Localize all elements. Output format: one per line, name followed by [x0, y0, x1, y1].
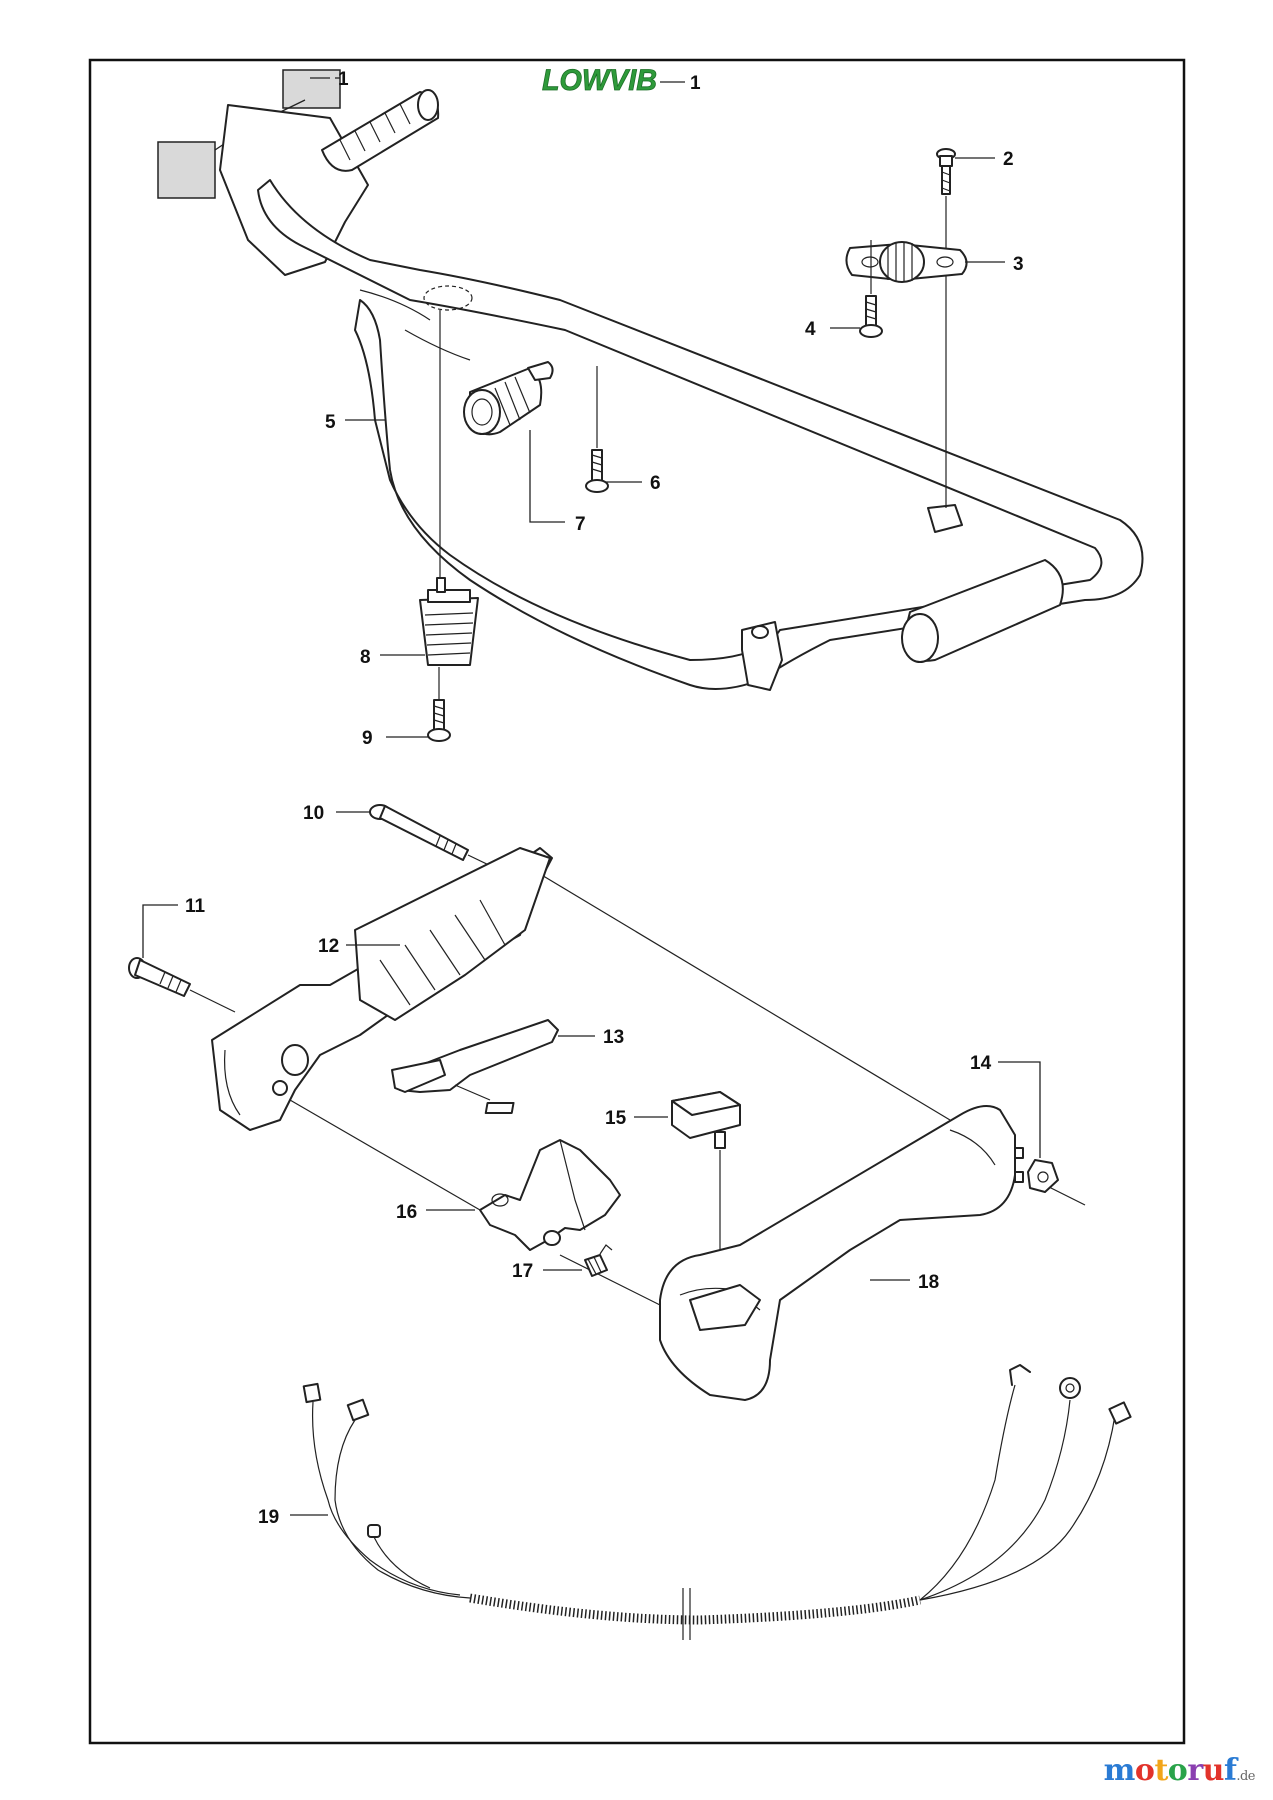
callout-9: 9 — [362, 728, 428, 749]
callout-11: 11 — [142, 896, 206, 958]
svg-text:15: 15 — [605, 1108, 627, 1129]
svg-text:16: 16 — [396, 1202, 417, 1223]
spring-8 — [419, 577, 479, 666]
callout-8: 8 — [360, 647, 425, 668]
callout-1a: 1 — [310, 69, 349, 90]
callout-14: 14 — [970, 1053, 1041, 1158]
handle-bar — [257, 179, 1144, 690]
spring-7 — [463, 361, 554, 436]
wire-harness-19 — [302, 1364, 1132, 1640]
svg-text:11: 11 — [185, 896, 206, 917]
motoruf-watermark: motoruf.de — [1103, 1753, 1256, 1788]
watermark-letter: t — [1154, 1753, 1168, 1788]
screw-6 — [585, 449, 609, 493]
spring-3 — [845, 241, 968, 283]
watermark-letter: o — [1134, 1753, 1155, 1788]
logo-text: LOWVIB — [542, 64, 657, 97]
callout-5: 5 — [325, 412, 385, 433]
decal-1-lower — [157, 141, 216, 199]
callout-15: 15 — [605, 1108, 668, 1129]
screw-9 — [427, 699, 451, 742]
rear-handle-assembly — [128, 804, 1086, 1401]
decal-1-upper — [282, 69, 341, 109]
conduit — [469, 1593, 921, 1625]
svg-text:17: 17 — [512, 1261, 533, 1282]
callout-10: 10 — [303, 803, 370, 824]
callout-12: 12 — [318, 936, 400, 957]
svg-text:2: 2 — [1003, 149, 1014, 170]
svg-text:5: 5 — [325, 412, 336, 433]
svg-text:14: 14 — [970, 1053, 992, 1074]
svg-text:6: 6 — [650, 473, 661, 494]
callout-2: 2 — [955, 149, 1014, 170]
svg-text:12: 12 — [318, 936, 339, 957]
rear-handle-18 — [659, 1105, 1016, 1401]
callout-17: 17 — [512, 1261, 582, 1282]
callouts: 1 1 2 3 4 5 6 7 8 9 10 11 12 13 14 15 16… — [142, 69, 1041, 1528]
watermark-suffix: .de — [1236, 1769, 1255, 1784]
lever-13 — [391, 1019, 559, 1101]
callout-18: 18 — [870, 1272, 939, 1293]
watermark-letter: f — [1223, 1753, 1237, 1788]
callout-6: 6 — [605, 473, 661, 494]
lowvib-logo: LOWVIB — [542, 64, 685, 97]
switch-15 — [484, 1091, 741, 1149]
svg-text:18: 18 — [918, 1272, 939, 1293]
svg-text:1: 1 — [690, 73, 701, 94]
watermark-letter: r — [1187, 1753, 1203, 1788]
svg-text:9: 9 — [362, 728, 373, 749]
svg-text:8: 8 — [360, 647, 371, 668]
diagram-frame — [88, 58, 1186, 1745]
callout-16: 16 — [396, 1202, 475, 1223]
svg-text:13: 13 — [603, 1027, 624, 1048]
spring-17 — [584, 1244, 613, 1277]
watermark-letter: u — [1202, 1753, 1225, 1788]
svg-text:1: 1 — [338, 69, 349, 90]
callout-13: 13 — [558, 1027, 624, 1048]
callout-3: 3 — [965, 254, 1024, 275]
svg-text:7: 7 — [575, 514, 586, 535]
svg-text:19: 19 — [258, 1507, 279, 1528]
callout-19: 19 — [258, 1507, 328, 1528]
screw-10 — [369, 804, 469, 861]
nut-14 — [1027, 1159, 1059, 1193]
screw-11 — [128, 957, 191, 997]
svg-text:10: 10 — [303, 803, 324, 824]
watermark-letter: o — [1167, 1753, 1188, 1788]
svg-text:3: 3 — [1013, 254, 1024, 275]
screw-4 — [859, 295, 883, 338]
front-handle-assembly — [157, 69, 1144, 742]
callout-1b: 1 — [690, 73, 701, 94]
svg-text:4: 4 — [805, 319, 816, 340]
screw-2 — [936, 148, 956, 195]
watermark-letter: m — [1103, 1753, 1136, 1788]
trigger-16 — [479, 1139, 621, 1251]
callout-4: 4 — [805, 319, 860, 340]
callout-7: 7 — [529, 430, 586, 535]
